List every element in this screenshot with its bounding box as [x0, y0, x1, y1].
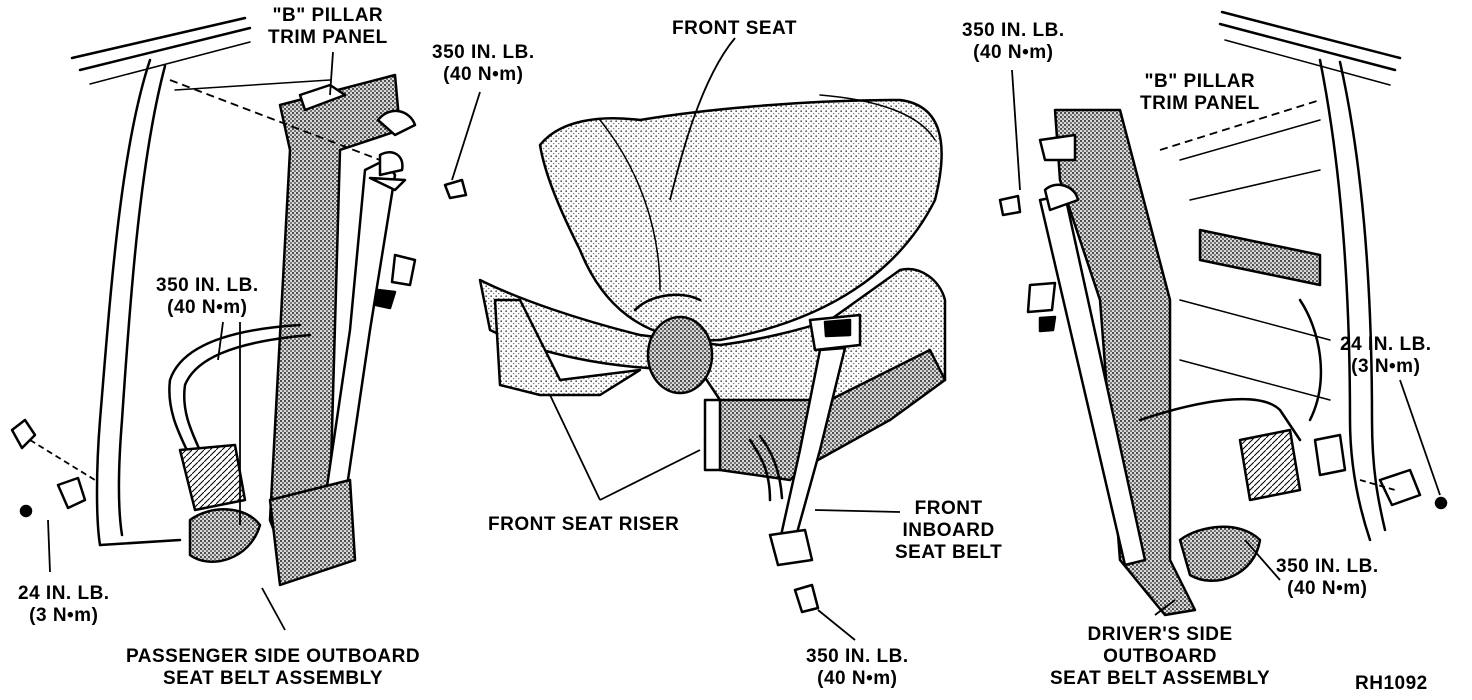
label-torque-350-lower-right: 350 IN. LB. (40 N•m): [1276, 556, 1379, 599]
label-torque-350-bottom-center: 350 IN. LB. (40 N•m): [806, 646, 909, 689]
label-torque-350-top-left: 350 IN. LB. (40 N•m): [432, 42, 535, 85]
label-torque-24-left: 24 IN. LB. (3 N•m): [18, 583, 110, 626]
label-b-pillar-trim-panel-right: "B" PILLAR TRIM PANEL: [1140, 71, 1260, 114]
label-torque-350-mid-left: 350 IN. LB. (40 N•m): [156, 275, 259, 318]
label-passenger-side-outboard-seat-belt-assembly: PASSENGER SIDE OUTBOARD SEAT BELT ASSEMB…: [126, 646, 421, 689]
label-b-pillar-trim-panel-left: "B" PILLAR TRIM PANEL: [268, 5, 388, 48]
label-torque-24-right: 24 IN. LB. (3 N•m): [1340, 334, 1432, 377]
passenger-side-illustration: [10, 16, 468, 587]
front-seat-leaders: [549, 37, 901, 641]
label-front-seat-riser: FRONT SEAT RISER: [488, 514, 680, 535]
passenger-side-leaders: [29, 51, 481, 631]
label-front-inboard-seat-belt: FRONT INBOARD SEAT BELT: [895, 498, 1003, 563]
figure-code: RH1092: [1355, 673, 1428, 694]
driver-side-illustration: [998, 10, 1448, 617]
label-front-seat: FRONT SEAT: [672, 18, 797, 39]
label-drivers-side-outboard-seat-belt-assembly: DRIVER'S SIDE OUTBOARD SEAT BELT ASSEMBL…: [1050, 624, 1271, 689]
front-seat-illustration: [478, 94, 947, 614]
driver-side-leaders: [1011, 69, 1441, 616]
label-torque-350-top-right: 350 IN. LB. (40 N•m): [962, 20, 1065, 63]
